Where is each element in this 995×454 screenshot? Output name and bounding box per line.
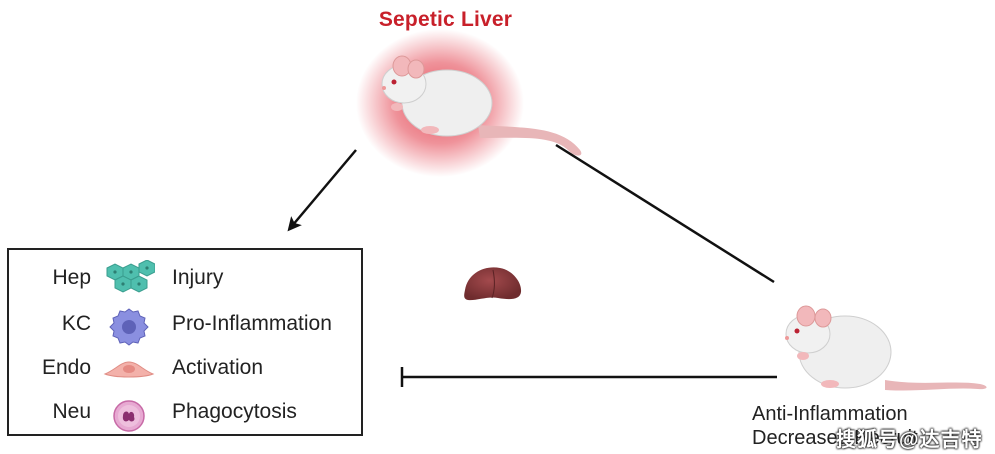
effect-label-pro-inflammation: Pro-Inflammation [172, 312, 332, 335]
septic-mouse-icon [381, 55, 582, 156]
legend-row-endo: Endo Activation [9, 350, 361, 386]
cell-label-neu: Neu [52, 400, 91, 423]
treated-mouse-icon [785, 305, 987, 391]
caption-line-1: Anti-Inflammation [752, 403, 908, 425]
effect-label-injury: Injury [172, 266, 224, 289]
effect-label-phagocytosis: Phagocytosis [172, 400, 297, 423]
cell-legend-box: Hep Injury KC [7, 248, 363, 436]
legend-row-kc: KC Pro-Inflammation [9, 306, 361, 346]
septic-mouse-group [356, 29, 582, 177]
watermark: 搜狐号@达吉特 [836, 429, 983, 451]
liver-icon [464, 267, 522, 301]
kupffer-cell-icon [103, 306, 155, 346]
septic-liver-title: Sepetic Liver [378, 8, 513, 31]
caption-line-2: Decreased Recruit [752, 427, 918, 449]
effect-label-activation: Activation [172, 356, 264, 379]
inhibition-line [400, 367, 777, 387]
legend-row-hep: Hep Injury [9, 260, 361, 296]
legend-row-neu: Neu Phagocytosis [9, 394, 361, 432]
treatment-caption: Anti-Inflammation Decreased Recruit [752, 402, 992, 450]
cell-label-hep: Hep [52, 266, 91, 289]
neutrophil-icon [103, 394, 155, 434]
connector-line [555, 143, 775, 284]
endothelial-cell-icon [103, 350, 155, 390]
arrow-to-cells [287, 149, 357, 232]
hepatocyte-cluster-icon [103, 260, 155, 300]
cell-label-kc: KC [61, 312, 91, 335]
cell-label-endo: Endo [41, 356, 91, 379]
